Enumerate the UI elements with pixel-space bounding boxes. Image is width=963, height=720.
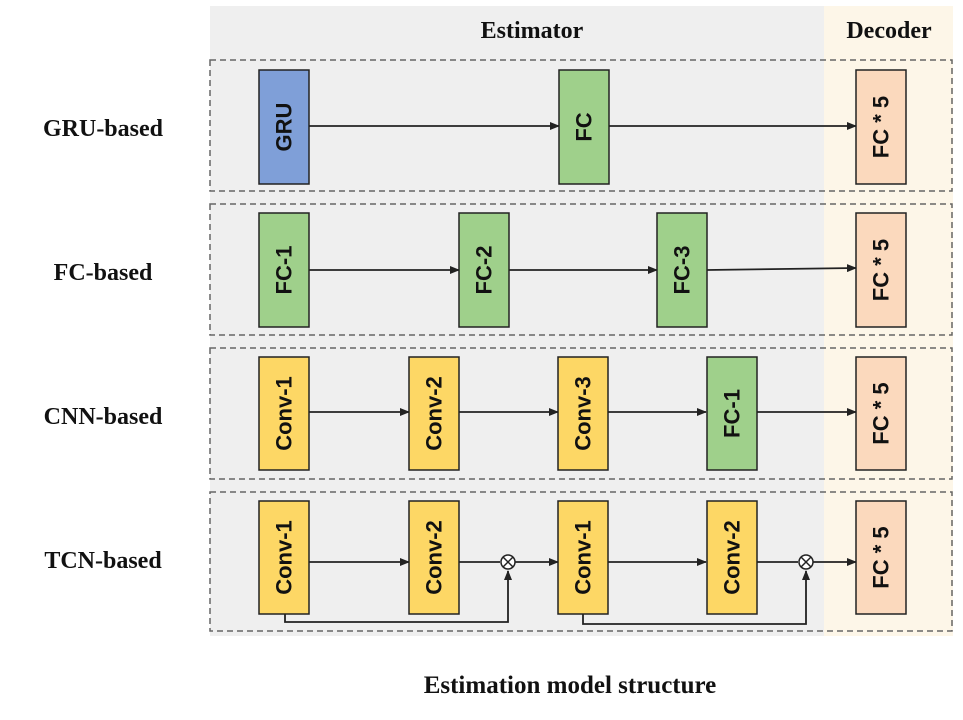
block-label: Conv-1 <box>571 520 596 595</box>
block-label: Conv-2 <box>422 520 447 595</box>
circled-times-icon <box>798 554 814 570</box>
decoder-block: FC * 5 <box>855 356 907 471</box>
row-label-gru: GRU-based <box>43 116 164 142</box>
row-label-cnn: CNN-based <box>44 404 163 430</box>
row-frame-gru <box>209 59 953 192</box>
block-conv-2: Conv-2 <box>706 500 758 615</box>
row-frame-cnn <box>209 347 953 480</box>
block-label: FC * 5 <box>869 239 894 301</box>
block-gru: GRU <box>258 69 310 185</box>
decoder-header: Decoder <box>846 18 932 44</box>
block-fc-1: FC-1 <box>258 212 310 328</box>
block-fc-2: FC-2 <box>458 212 510 328</box>
row-label-tcn: TCN-based <box>44 548 162 574</box>
circled-times-icon <box>500 554 516 570</box>
block-label: Conv-2 <box>422 376 447 451</box>
block-label: FC-3 <box>670 246 695 295</box>
arrow <box>706 264 857 273</box>
block-label: FC-1 <box>272 246 297 295</box>
block-fc: FC <box>558 69 610 185</box>
block-label: Conv-3 <box>571 376 596 451</box>
block-label: FC * 5 <box>869 382 894 444</box>
block-label: Conv-1 <box>272 520 297 595</box>
row-frame-fc <box>209 203 953 336</box>
estimator-header: Estimator <box>481 18 584 44</box>
block-label: FC <box>572 112 597 141</box>
block-label: GRU <box>272 103 297 152</box>
decoder-block: FC * 5 <box>855 500 907 615</box>
block-label: FC-1 <box>720 389 745 438</box>
row-frame-tcn <box>209 491 953 632</box>
block-conv-1: Conv-1 <box>557 500 609 615</box>
block-label: Conv-1 <box>272 376 297 451</box>
block-conv-1: Conv-1 <box>258 356 310 471</box>
block-conv-2: Conv-2 <box>408 356 460 471</box>
block-conv-3: Conv-3 <box>557 356 609 471</box>
diagram-caption: Estimation model structure <box>424 672 717 699</box>
block-conv-1: Conv-1 <box>258 500 310 615</box>
decoder-block: FC * 5 <box>855 69 907 185</box>
block-label: FC * 5 <box>869 96 894 158</box>
block-label: Conv-2 <box>720 520 745 595</box>
row-label-fc: FC-based <box>54 260 153 286</box>
block-label: FC * 5 <box>869 526 894 588</box>
residual-connection <box>582 570 810 625</box>
block-conv-2: Conv-2 <box>408 500 460 615</box>
block-fc-3: FC-3 <box>656 212 708 328</box>
residual-connection <box>284 570 512 623</box>
block-fc-1: FC-1 <box>706 356 758 471</box>
decoder-block: FC * 5 <box>855 212 907 328</box>
block-label: FC-2 <box>472 246 497 295</box>
